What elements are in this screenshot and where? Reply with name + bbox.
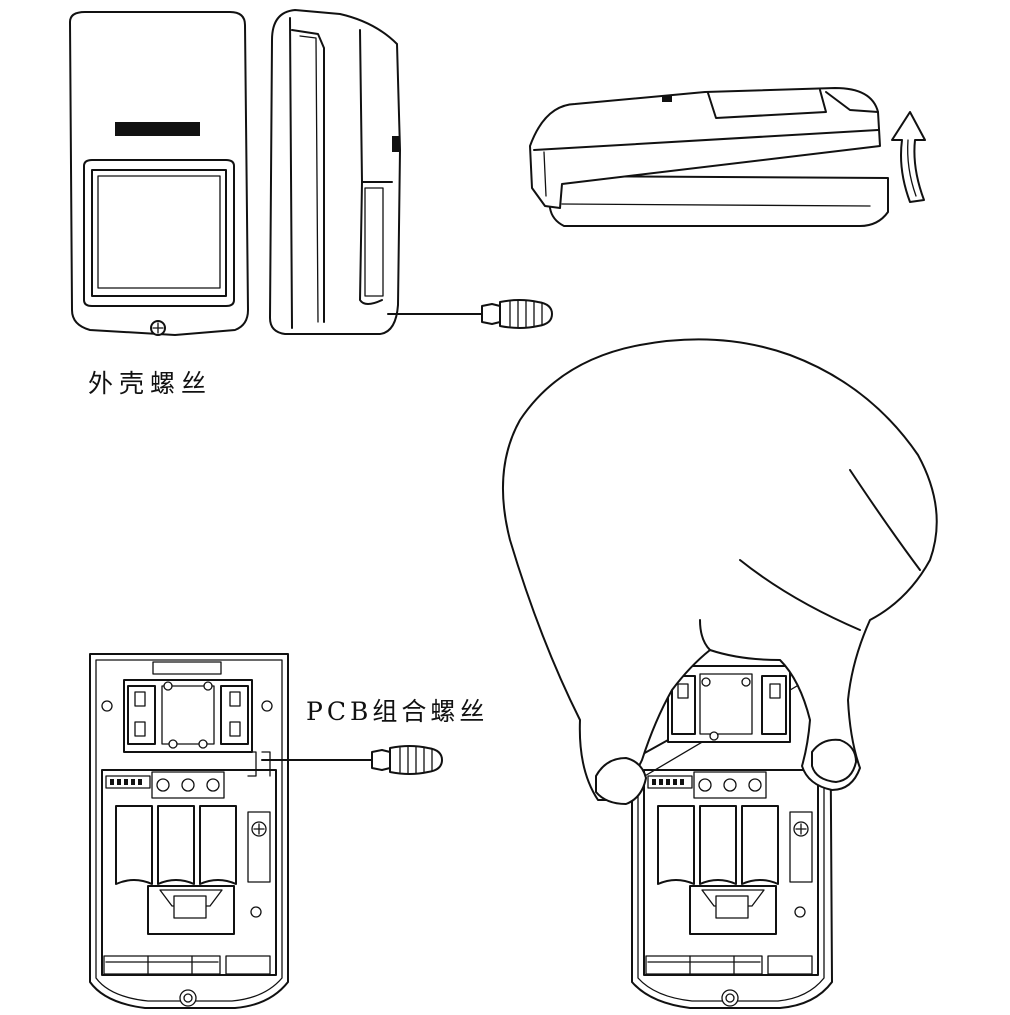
cover-screw-icon xyxy=(150,320,166,336)
screwdriver-icon xyxy=(387,299,553,329)
dip-switch xyxy=(105,775,151,789)
detector-opening-view xyxy=(529,87,889,227)
cover-screw-label: 外壳螺丝 xyxy=(88,369,212,398)
curved-arrow-up-icon xyxy=(891,111,926,203)
screwdriver-icon xyxy=(261,745,443,775)
hand-illustration xyxy=(501,338,938,805)
led-window xyxy=(115,122,200,136)
detector-base-in-hand xyxy=(631,649,833,1009)
detector-side-view xyxy=(269,9,401,335)
detector-base-pcb xyxy=(89,653,289,1009)
detector-front-view: 外壳螺丝 xyxy=(69,11,249,398)
terminal-block xyxy=(103,955,271,975)
pcb-screw-label: PCB组合螺丝 xyxy=(306,697,488,726)
